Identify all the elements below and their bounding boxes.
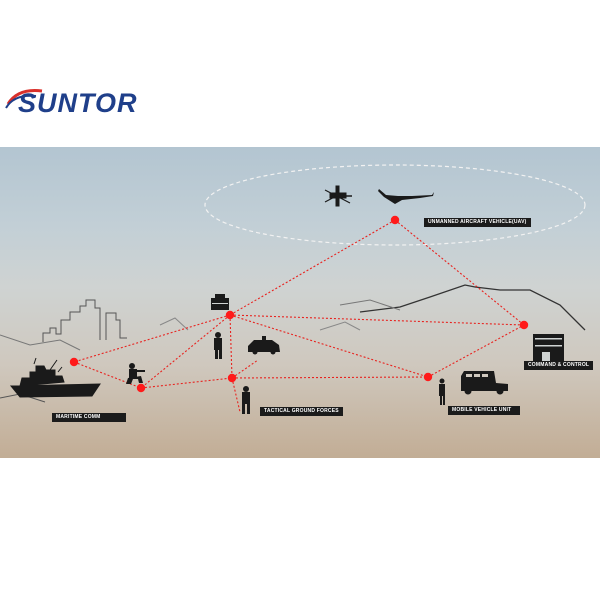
- standing-soldier-icon: [214, 332, 222, 359]
- node-mobile[interactable]: [423, 372, 433, 382]
- diagram-canvas: [0, 164, 586, 414]
- uav-drone-icon: [378, 189, 434, 204]
- network-nodes: [69, 215, 529, 393]
- city-skyline-icon: [42, 299, 127, 342]
- building-icon: [211, 294, 229, 310]
- uav-orbit-ellipse: [204, 164, 586, 246]
- node-soldier[interactable]: [136, 383, 146, 393]
- mountain-range-icon: [0, 284, 586, 403]
- suntor-logo: SUNTOR: [4, 84, 174, 124]
- tactical-soldier-icon: [242, 386, 250, 414]
- kneeling-soldier-icon: [126, 363, 145, 384]
- label-command-control: COMMAND & CONTROL: [524, 361, 594, 370]
- ship-icon: [9, 357, 101, 398]
- command-building-icon: [533, 334, 564, 361]
- humvee-icon: [461, 371, 508, 395]
- mobile-soldier-icon: [439, 378, 445, 405]
- tactical-network-diagram: UNMANNED AIRCRAFT VEHICLE(UAV) COMMAND &…: [0, 147, 600, 458]
- label-uav: UNMANNED AIRCRAFT VEHICLE(UAV): [424, 218, 531, 227]
- label-mobile-vehicle-unit: MOBILE VEHICLE UNIT: [448, 406, 520, 415]
- node-maritime[interactable]: [69, 357, 79, 367]
- node-command[interactable]: [519, 320, 529, 330]
- helicopter-icon: [324, 185, 352, 207]
- brand-name: SUNTOR: [18, 88, 138, 118]
- logo-swoosh-icon: [5, 89, 43, 109]
- node-hub[interactable]: [225, 310, 235, 320]
- network-links: [73, 219, 525, 413]
- label-tactical-ground-forces: TACTICAL GROUND FORCES: [260, 407, 343, 416]
- label-maritime-comm: MARITIME COMM: [52, 413, 126, 422]
- node-uav[interactable]: [390, 215, 400, 225]
- armored-vehicle-icon: [248, 336, 280, 355]
- node-tactical[interactable]: [227, 373, 237, 383]
